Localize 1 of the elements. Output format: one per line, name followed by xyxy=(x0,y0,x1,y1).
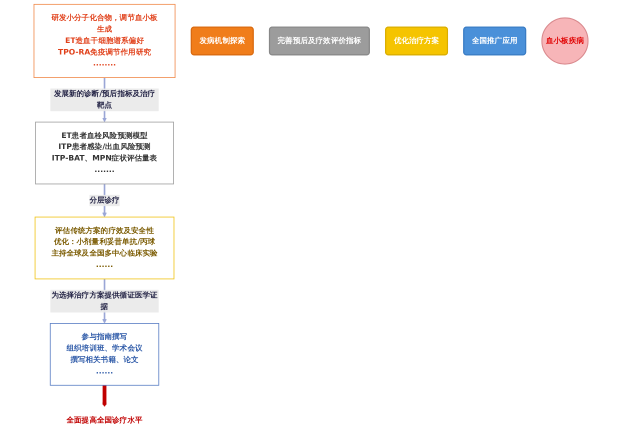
arrow xyxy=(102,385,107,408)
